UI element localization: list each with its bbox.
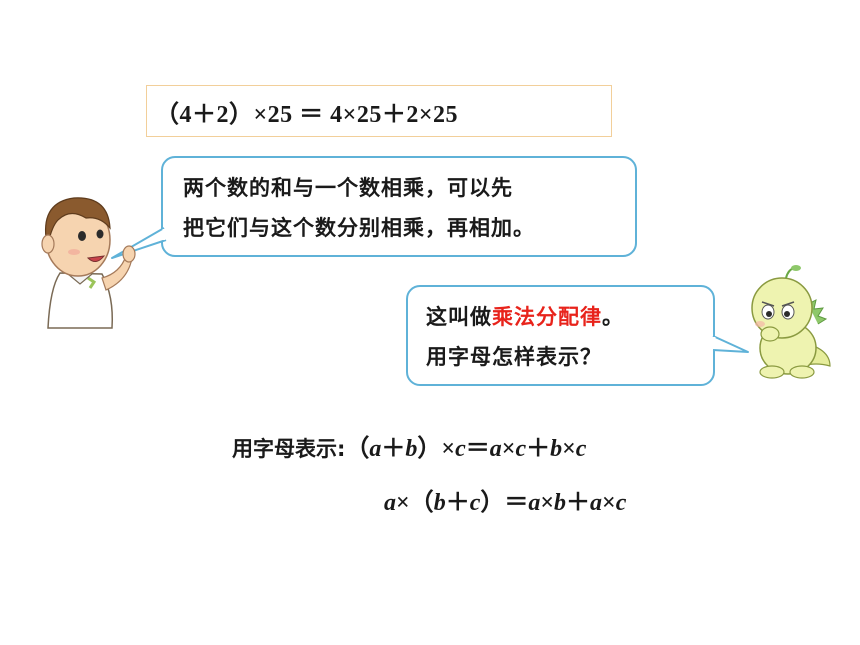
dino-bubble-line2: 用字母怎样表示？ [426, 345, 602, 369]
boy-character-icon [41, 197, 136, 329]
boy-bubble-line1: 两个数的和与一个数相乘，可以先 [183, 176, 513, 200]
equation-box: （4＋2）×25 ＝ 4×25＋2×25 [146, 85, 612, 137]
boy-bubble-line2: 把它们与这个数分别相乘，再相加。 [183, 216, 535, 240]
letter-formula-line1: 用字母表示:（a＋b）×c＝a×c＋b×c [232, 436, 587, 462]
dino-speech-bubble: 这叫做乘法分配律。 用字母怎样表示？ [406, 285, 715, 386]
letter-formula-label: 用字母表示: [232, 437, 346, 461]
dinosaur-character-icon [751, 265, 831, 379]
dino-bubble-line1: 这叫做乘法分配律。 [426, 305, 624, 329]
equation-text: （4＋2）×25 ＝ 4×25＋2×25 [155, 101, 459, 128]
highlight-term: 乘法分配律 [492, 305, 602, 329]
letter-formula-line2: a×（b＋c）＝a×b＋a×c [384, 490, 627, 516]
boy-speech-bubble: 两个数的和与一个数相乘，可以先 把它们与这个数分别相乘，再相加。 [161, 156, 637, 257]
